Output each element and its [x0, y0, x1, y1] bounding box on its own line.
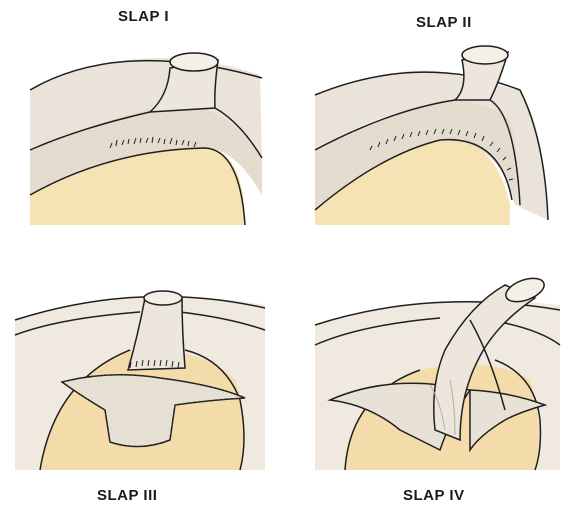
tendon-stump: [144, 291, 182, 305]
panel-slap-1: [30, 53, 262, 225]
panel-slap-2: [315, 46, 548, 225]
tendon-stump: [462, 46, 508, 64]
tendon-stump: [170, 53, 218, 71]
panel-slap-3: [15, 291, 265, 470]
panel-slap-4: [315, 274, 560, 470]
